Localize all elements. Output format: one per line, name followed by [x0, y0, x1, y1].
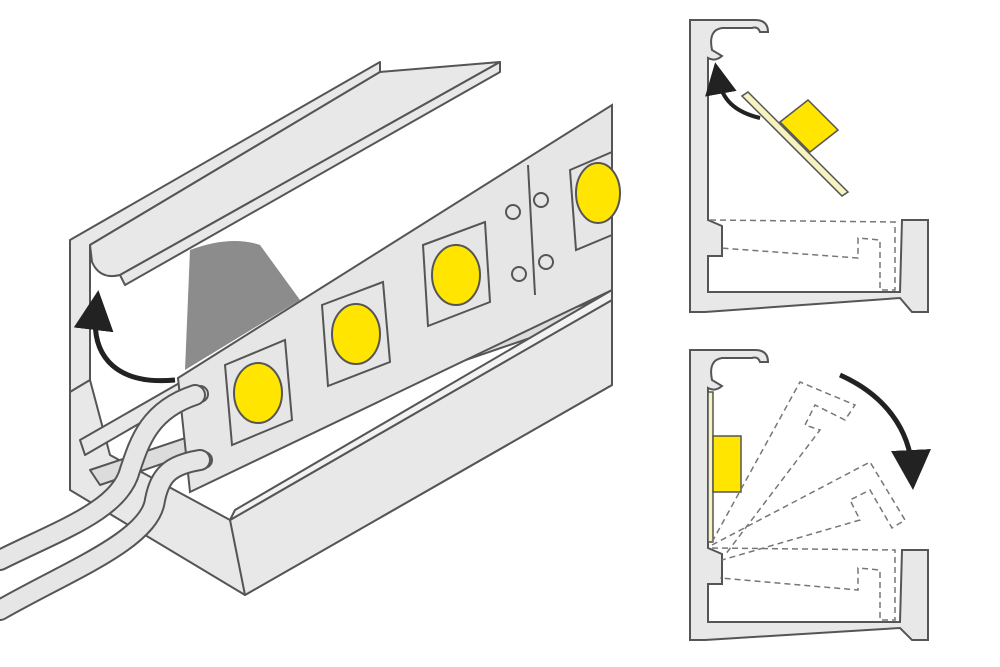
adhesive-backing-shadow	[185, 241, 300, 370]
led-chip	[223, 338, 294, 447]
tilted-led-strip	[740, 91, 850, 197]
rotate-arrow-icon	[838, 372, 931, 490]
profile-section	[689, 19, 929, 313]
led-chip	[320, 280, 392, 388]
power-cable	[0, 384, 211, 621]
curved-arrow-icon	[73, 290, 176, 384]
lid-rotation-positions	[711, 381, 907, 621]
led-chip	[421, 220, 492, 328]
led-chip	[712, 435, 742, 493]
led-chip	[568, 150, 621, 252]
cross-section-rotating-lid	[689, 349, 931, 641]
profile-section	[689, 349, 929, 641]
profile-lid-dashed	[709, 219, 896, 291]
curved-arrow-icon	[705, 62, 761, 120]
cross-section-tilted-strip	[689, 19, 929, 313]
